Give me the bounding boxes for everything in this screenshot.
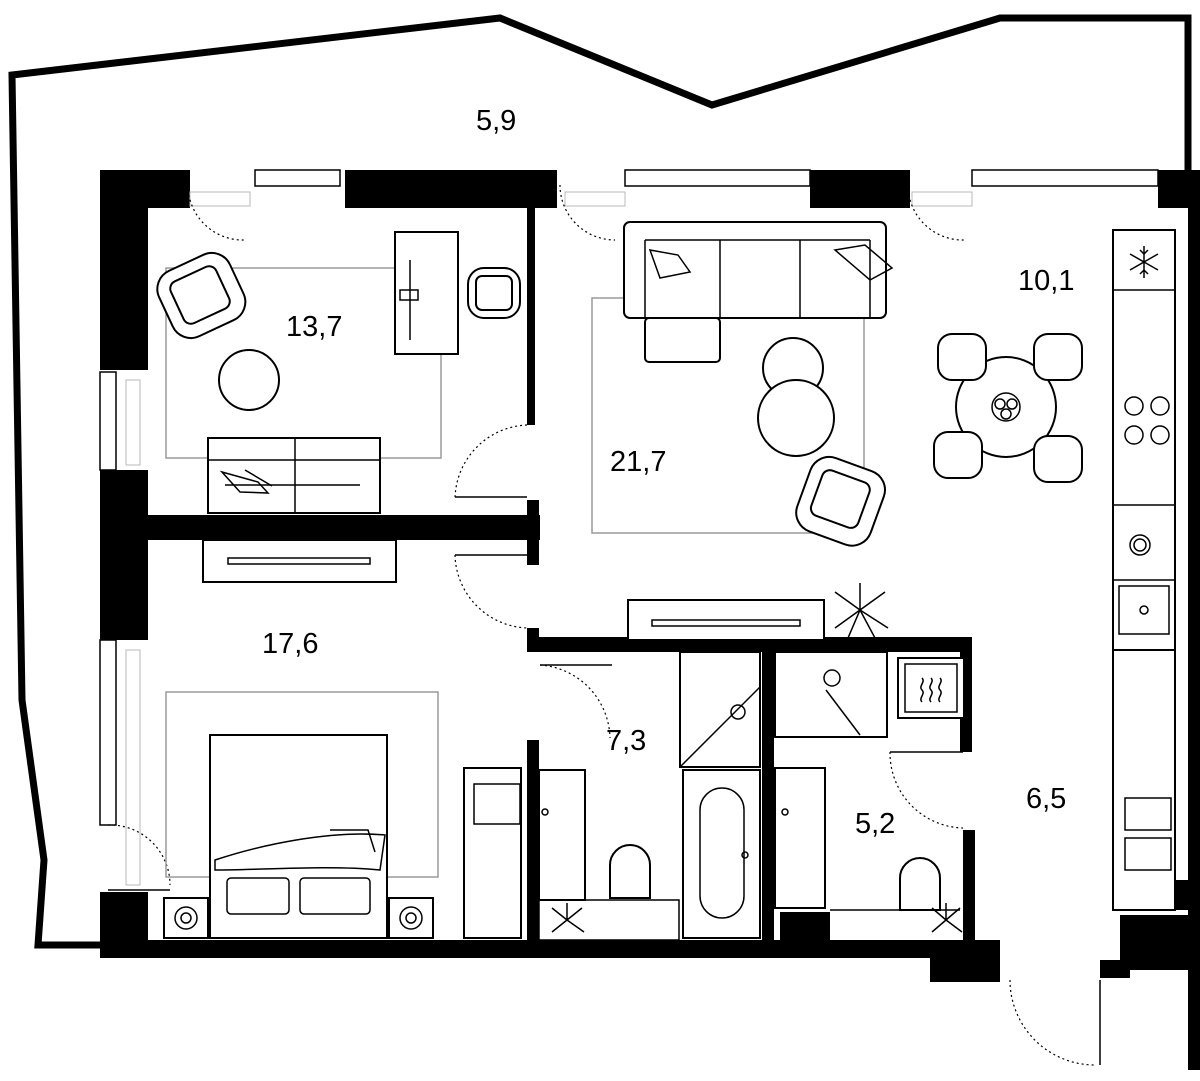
kitchen-counter <box>1112 229 1176 911</box>
bathroom-guest-fixtures <box>774 651 965 911</box>
bedroom-small-furniture <box>156 231 521 514</box>
room-area-living: 21,7 <box>610 446 666 478</box>
radiator-icon <box>920 677 942 703</box>
room-area-hallway: 6,5 <box>1026 783 1066 815</box>
balcony-outline <box>8 14 1192 949</box>
bathroom-main-fixtures <box>538 651 761 941</box>
room-area-bathroom-guest: 5,2 <box>855 808 895 840</box>
doors <box>107 184 1101 1066</box>
bedroom-master-furniture <box>163 691 439 939</box>
room-area-kitchen: 10,1 <box>1018 265 1074 297</box>
room-area-bedroom-small: 13,7 <box>286 311 342 343</box>
room-area-bedroom-master: 17,6 <box>262 628 318 660</box>
room-area-bathroom-main: 7,3 <box>606 725 646 757</box>
snowflake-icon <box>1129 246 1159 278</box>
living-furniture <box>591 221 894 547</box>
walls <box>100 170 1200 1070</box>
dining-furniture <box>933 333 1083 483</box>
room-area-balcony: 5,9 <box>476 105 516 137</box>
hall-units <box>202 539 1172 939</box>
plant-icon <box>551 583 963 933</box>
